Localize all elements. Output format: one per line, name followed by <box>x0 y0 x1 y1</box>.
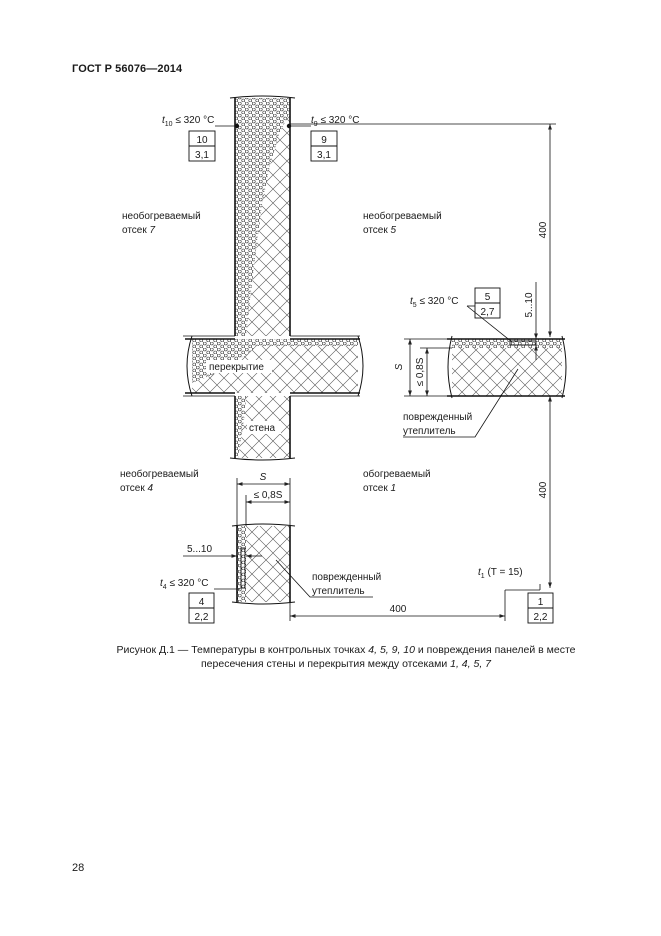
document-header: ГОСТ Р 56076—2014 <box>72 63 183 75</box>
box-1: 1 2,2 <box>527 592 554 624</box>
compartment-5-line2: отсек 5 <box>363 225 397 236</box>
compartment-1-line2: отсек 1 <box>363 483 396 494</box>
box-10-bottom: 3,1 <box>195 150 209 161</box>
leader-lines <box>214 123 541 591</box>
compartment-5-line1: необогреваемый <box>363 210 442 222</box>
wall-label: стена <box>249 423 276 434</box>
wall-upper <box>229 95 296 336</box>
box-9-top: 9 <box>321 135 327 146</box>
compartment-1-line1: обогреваемый <box>363 468 431 480</box>
box-5-bottom: 2,7 <box>481 307 495 318</box>
damaged-insulation-label-1-line2: утеплитель <box>403 426 456 437</box>
temp-label-t1: t1 (T = 15) <box>478 567 523 580</box>
compartment-7-line1: необогреваемый <box>122 210 201 222</box>
box-4: 4 2,2 <box>188 592 215 624</box>
box-1-top: 1 <box>538 597 544 608</box>
damaged-insulation-leader-2 <box>275 559 373 598</box>
box-9-bottom: 3,1 <box>317 150 331 161</box>
floor-label: перекрытие <box>209 362 264 373</box>
damaged-insulation-label-2-line1: поврежденный <box>312 572 381 583</box>
dim-s-vertical: S <box>394 363 405 370</box>
slab-detail-section <box>447 335 567 399</box>
caption-line2: пересечения стены и перекрытия между отс… <box>201 658 451 670</box>
dim-5-10-left: 5...10 <box>187 544 212 555</box>
wall-detail-section <box>231 523 296 605</box>
dim-400-bottom: 400 <box>390 604 407 615</box>
figure-caption: Рисунок Д.1 — Температуры в контрольных … <box>72 643 620 671</box>
dimension-lines <box>183 123 556 621</box>
temp-label-t5: t5 ≤ 320 °C <box>410 296 458 309</box>
box-10: 10 3,1 <box>188 130 216 162</box>
caption-prefix: Рисунок Д.1 — Температуры в контрольных … <box>116 644 369 656</box>
dim-400-right: 400 <box>538 481 549 498</box>
temp-label-t4: t4 ≤ 320 °C <box>160 578 208 591</box>
caption-points: 4, 5, 9, 10 <box>368 644 415 656</box>
temp-label-t10: t10 ≤ 320 °C <box>162 115 214 128</box>
compartment-4-line1: необогреваемый <box>120 468 199 480</box>
damaged-insulation-leader-1 <box>403 368 519 438</box>
dim-08s-horizontal: ≤ 0,8S <box>254 490 283 501</box>
compartment-4-line2: отсек 4 <box>120 483 154 494</box>
dim-s-horizontal: S <box>260 472 267 483</box>
box-5: 5 2,7 <box>474 287 501 319</box>
box-9: 9 3,1 <box>310 130 338 162</box>
dim-5-10-right: 5...10 <box>524 292 535 317</box>
box-4-bottom: 2,2 <box>195 612 209 623</box>
temp-label-t9: t9 ≤ 320 °C <box>311 115 359 128</box>
box-5-top: 5 <box>485 292 491 303</box>
page-number: 28 <box>72 862 85 874</box>
damaged-insulation-label-2-line2: утеплитель <box>312 586 365 597</box>
box-10-top: 10 <box>196 135 208 146</box>
box-1-bottom: 2,2 <box>534 612 548 623</box>
damaged-insulation-label-1-line1: поврежденный <box>403 412 472 423</box>
caption-middle: и повреждения панелей в месте <box>414 644 576 656</box>
dim-08s-vertical: ≤ 0,8S <box>415 357 426 386</box>
caption-compartments: 1, 4, 5, 7 <box>450 658 491 670</box>
box-4-top: 4 <box>199 597 205 608</box>
dim-400-top: 400 <box>538 221 549 238</box>
compartment-7-line2: отсек 7 <box>122 225 156 236</box>
